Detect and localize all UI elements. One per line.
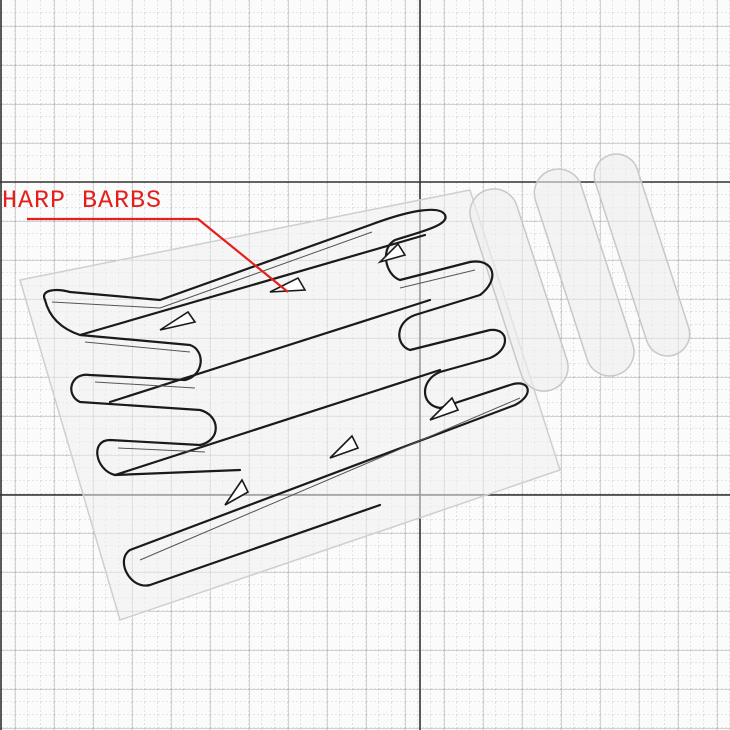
sharp-barbs bbox=[159, 242, 460, 506]
graft-tube-outline bbox=[19, 189, 561, 621]
ghost-folded-segments bbox=[469, 153, 691, 392]
stent-wire-inner bbox=[51, 231, 521, 561]
stent-wire-frame bbox=[42, 208, 529, 587]
annotation-label: HARP BARBS bbox=[2, 186, 163, 215]
annotation-leader-line bbox=[27, 217, 289, 293]
